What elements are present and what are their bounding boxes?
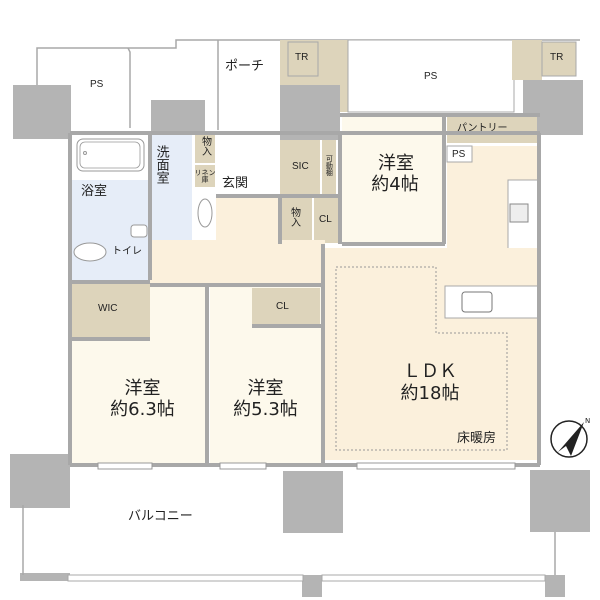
floor-heating-outline (335, 266, 508, 451)
ps-top-left-label: PS (90, 79, 104, 90)
ldk-area (325, 248, 537, 460)
tr-left-label: TR (295, 52, 309, 63)
adjustable-shelf-label: 可動棚 (325, 155, 334, 176)
ldk-name: ＬＤＫ (403, 361, 457, 382)
wic-label: WIC (98, 303, 118, 314)
washroom-area (152, 135, 192, 240)
ldk-size: 約18帖 (400, 383, 460, 404)
sic-area (280, 140, 320, 195)
cl-bedroom-label: CL (276, 301, 289, 312)
bedroom-4-area (342, 116, 444, 244)
compass-north-label: N (585, 417, 591, 425)
entrance-area (218, 135, 280, 197)
cl-bedroom-area (252, 288, 320, 326)
porch-label: ポーチ (225, 59, 265, 74)
storage-small-label: 物入 (199, 136, 211, 156)
balcony-railing (22, 505, 556, 582)
hallway-area (150, 240, 325, 285)
linen-area (195, 165, 215, 187)
bedroom-4-name: 洋室 (378, 153, 414, 174)
ps-top-right-area (347, 39, 515, 113)
bedroom-63-size: 約6.3帖 (110, 399, 175, 420)
sink-icon (197, 198, 213, 228)
structural-pillars (10, 80, 590, 597)
toilet-label: トイレ (112, 246, 142, 257)
bedroom-4-size: 約4帖 (371, 174, 419, 195)
ps-top-right-label: PS (424, 71, 438, 82)
bedroom-53-size: 約5.3帖 (233, 399, 298, 420)
bedroom-53-name: 洋室 (247, 378, 284, 399)
balcony-label: バルコニー (128, 509, 193, 524)
toilet-icon (73, 242, 107, 262)
windows (97, 462, 516, 470)
bedroom-63-name: 洋室 (124, 378, 161, 399)
compass-icon (550, 420, 588, 458)
bath-label: 浴室 (81, 184, 108, 199)
storage-hall-label: 物入 (288, 207, 300, 227)
ps-kitchen-label: PS (452, 149, 466, 160)
sic-label: SIC (292, 161, 309, 172)
stove-icon (509, 203, 529, 223)
pantry-area (447, 116, 537, 143)
washroom-label: 洗面室 (153, 145, 169, 184)
storage-hall-area (280, 198, 312, 243)
bedroom-63-area (72, 340, 205, 465)
tr-right-area (512, 40, 542, 80)
entrance-label: 玄関 (222, 176, 249, 191)
bathtub-icon (76, 138, 145, 172)
storage-small-area (195, 135, 215, 163)
pantry-label: パントリー (457, 123, 508, 134)
floor-heating-label: 床暖房 (457, 431, 497, 446)
wic-area (72, 283, 150, 338)
cl-hall-label: CL (319, 214, 332, 225)
tr-right-label: TR (550, 52, 564, 63)
cl-hall-area (314, 198, 338, 243)
walls (68, 113, 541, 467)
linen-label: リネン庫 (194, 169, 216, 185)
